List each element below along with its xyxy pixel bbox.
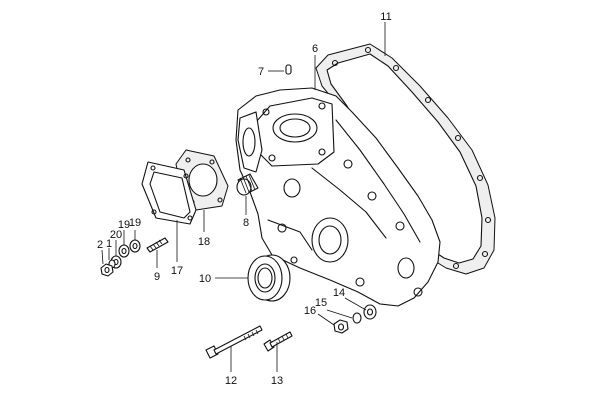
callout-15: 15 bbox=[315, 297, 327, 309]
part-14-washer bbox=[363, 304, 377, 320]
part-6-gear-housing bbox=[235, 87, 441, 307]
leader-lines bbox=[101, 22, 386, 372]
callout-7: 7 bbox=[258, 66, 264, 78]
part-8-bushing bbox=[236, 173, 259, 196]
part-19-washer-left bbox=[118, 244, 130, 258]
part-12-long-bolt bbox=[205, 325, 263, 359]
part-11-cover-gasket bbox=[315, 43, 496, 275]
callout-6: 6 bbox=[312, 43, 318, 55]
callout-12: 12 bbox=[225, 375, 237, 387]
callout-labels: 11 6 7 8 18 17 9 10 12 13 14 15 16 19 19… bbox=[97, 11, 392, 387]
callout-17: 17 bbox=[171, 265, 183, 277]
callout-8: 8 bbox=[243, 217, 249, 229]
part-19-washer-right bbox=[129, 239, 141, 253]
callout-19-left: 19 bbox=[118, 219, 130, 231]
callout-13: 13 bbox=[271, 375, 283, 387]
callout-1: 1 bbox=[106, 238, 112, 250]
callout-16: 16 bbox=[304, 305, 316, 317]
part-13-short-bolt bbox=[263, 331, 293, 352]
callout-10: 10 bbox=[199, 273, 211, 285]
part-2-nut bbox=[100, 263, 114, 277]
callout-2: 2 bbox=[97, 239, 103, 251]
part-16-nut bbox=[333, 319, 349, 334]
part-17-cover-plate bbox=[141, 161, 197, 225]
part-9-stud-bolt bbox=[146, 237, 169, 253]
callout-14: 14 bbox=[333, 287, 345, 299]
callout-18: 18 bbox=[198, 236, 210, 248]
callout-11: 11 bbox=[380, 11, 391, 23]
callout-20: 20 bbox=[110, 229, 122, 241]
part-15-lock-washer bbox=[352, 312, 362, 324]
part-10-oil-seal bbox=[247, 254, 291, 302]
callout-9: 9 bbox=[154, 271, 160, 283]
part-7-dowel-pin bbox=[285, 64, 292, 75]
callout-19-right: 19 bbox=[129, 217, 141, 229]
